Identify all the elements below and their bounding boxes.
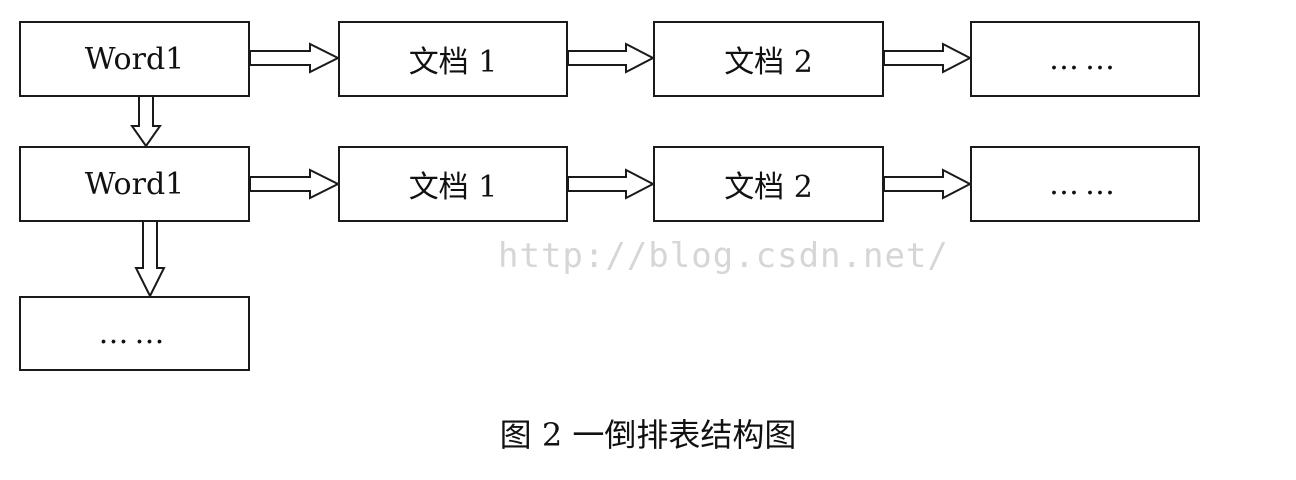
ellipsis-label: …… <box>1049 41 1121 77</box>
arrow-down <box>130 95 162 148</box>
ellipsis-label: …… <box>1049 166 1121 202</box>
ellipsis-label: …… <box>98 316 171 351</box>
arrow-right <box>883 42 973 74</box>
more-node: …… <box>970 21 1200 97</box>
arrow-right <box>567 42 656 74</box>
document-node: 文档 1 <box>338 146 568 222</box>
document-label: 文档 1 <box>408 45 498 80</box>
arrow-right <box>567 168 656 200</box>
word-label: Word1 <box>84 41 185 77</box>
document-label: 文档 2 <box>724 45 813 80</box>
document-label: 文档 1 <box>408 170 498 205</box>
more-node: …… <box>970 146 1200 222</box>
document-node: 文档 2 <box>653 146 884 222</box>
arrow-right <box>249 42 341 74</box>
document-label: 文档 2 <box>724 170 813 205</box>
arrow-down <box>134 220 166 299</box>
document-node: 文档 2 <box>653 21 884 97</box>
word-label: Word1 <box>84 166 185 202</box>
more-word-node: …… <box>19 296 250 371</box>
arrow-right <box>249 168 341 200</box>
document-node: 文档 1 <box>338 21 568 97</box>
watermark-text: http://blog.csdn.net/ <box>498 236 949 276</box>
arrow-right <box>883 168 973 200</box>
word-node: Word1 <box>19 146 250 222</box>
figure-caption: 图 2 一倒排表结构图 <box>499 416 797 454</box>
word-node: Word1 <box>19 21 250 97</box>
